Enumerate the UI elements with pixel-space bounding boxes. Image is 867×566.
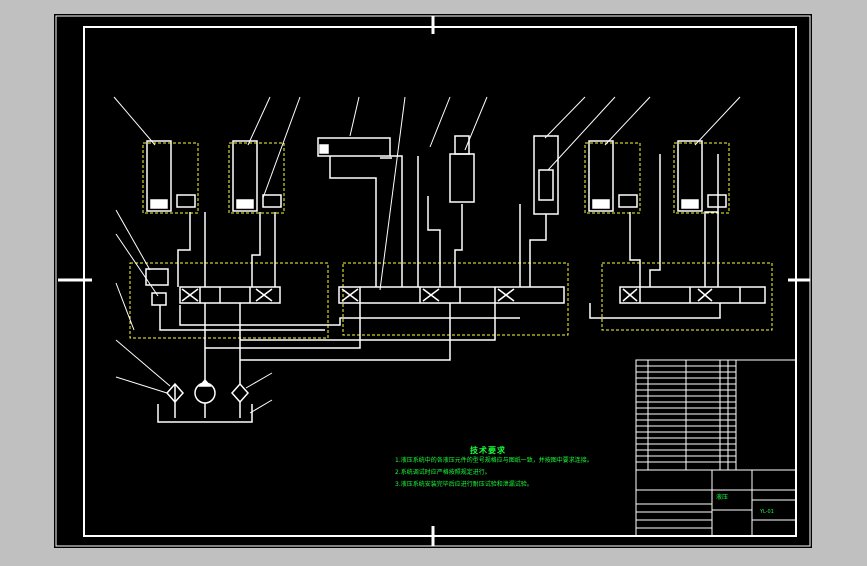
- title-block: [635, 469, 797, 537]
- cylinder-3: [317, 137, 392, 159]
- title-block-number: YL-01: [759, 509, 774, 515]
- centering-marks: [58, 16, 810, 546]
- hydraulic-lines: [159, 154, 721, 418]
- tech-line-2: 2.系统调试时应严格按照规定进行。: [395, 469, 491, 476]
- title-block-name: 液压: [716, 493, 728, 501]
- valve-bank: [145, 268, 766, 306]
- cylinder-6: [588, 140, 638, 212]
- power-unit: [157, 378, 253, 423]
- cylinder-7: [677, 140, 727, 212]
- tech-requirements: 1.液压系统中的各液压元件的型号规格应与图纸一致，并按图中要求连接。 2.系统调…: [395, 441, 615, 491]
- tech-requirements-title: 技术要求: [470, 446, 506, 455]
- cylinder-2: [232, 140, 282, 212]
- tech-line-3: 3.液压系统安装完毕后应进行耐压试验和泄漏试验。: [395, 481, 533, 488]
- cylinder-1: [146, 140, 196, 212]
- parts-list: [635, 359, 797, 471]
- cylinder-4: [449, 135, 475, 203]
- leader-lines: [113, 96, 741, 414]
- tech-line-1: 1.液压系统中的各液压元件的型号规格应与图纸一致，并按图中要求连接。: [395, 457, 593, 464]
